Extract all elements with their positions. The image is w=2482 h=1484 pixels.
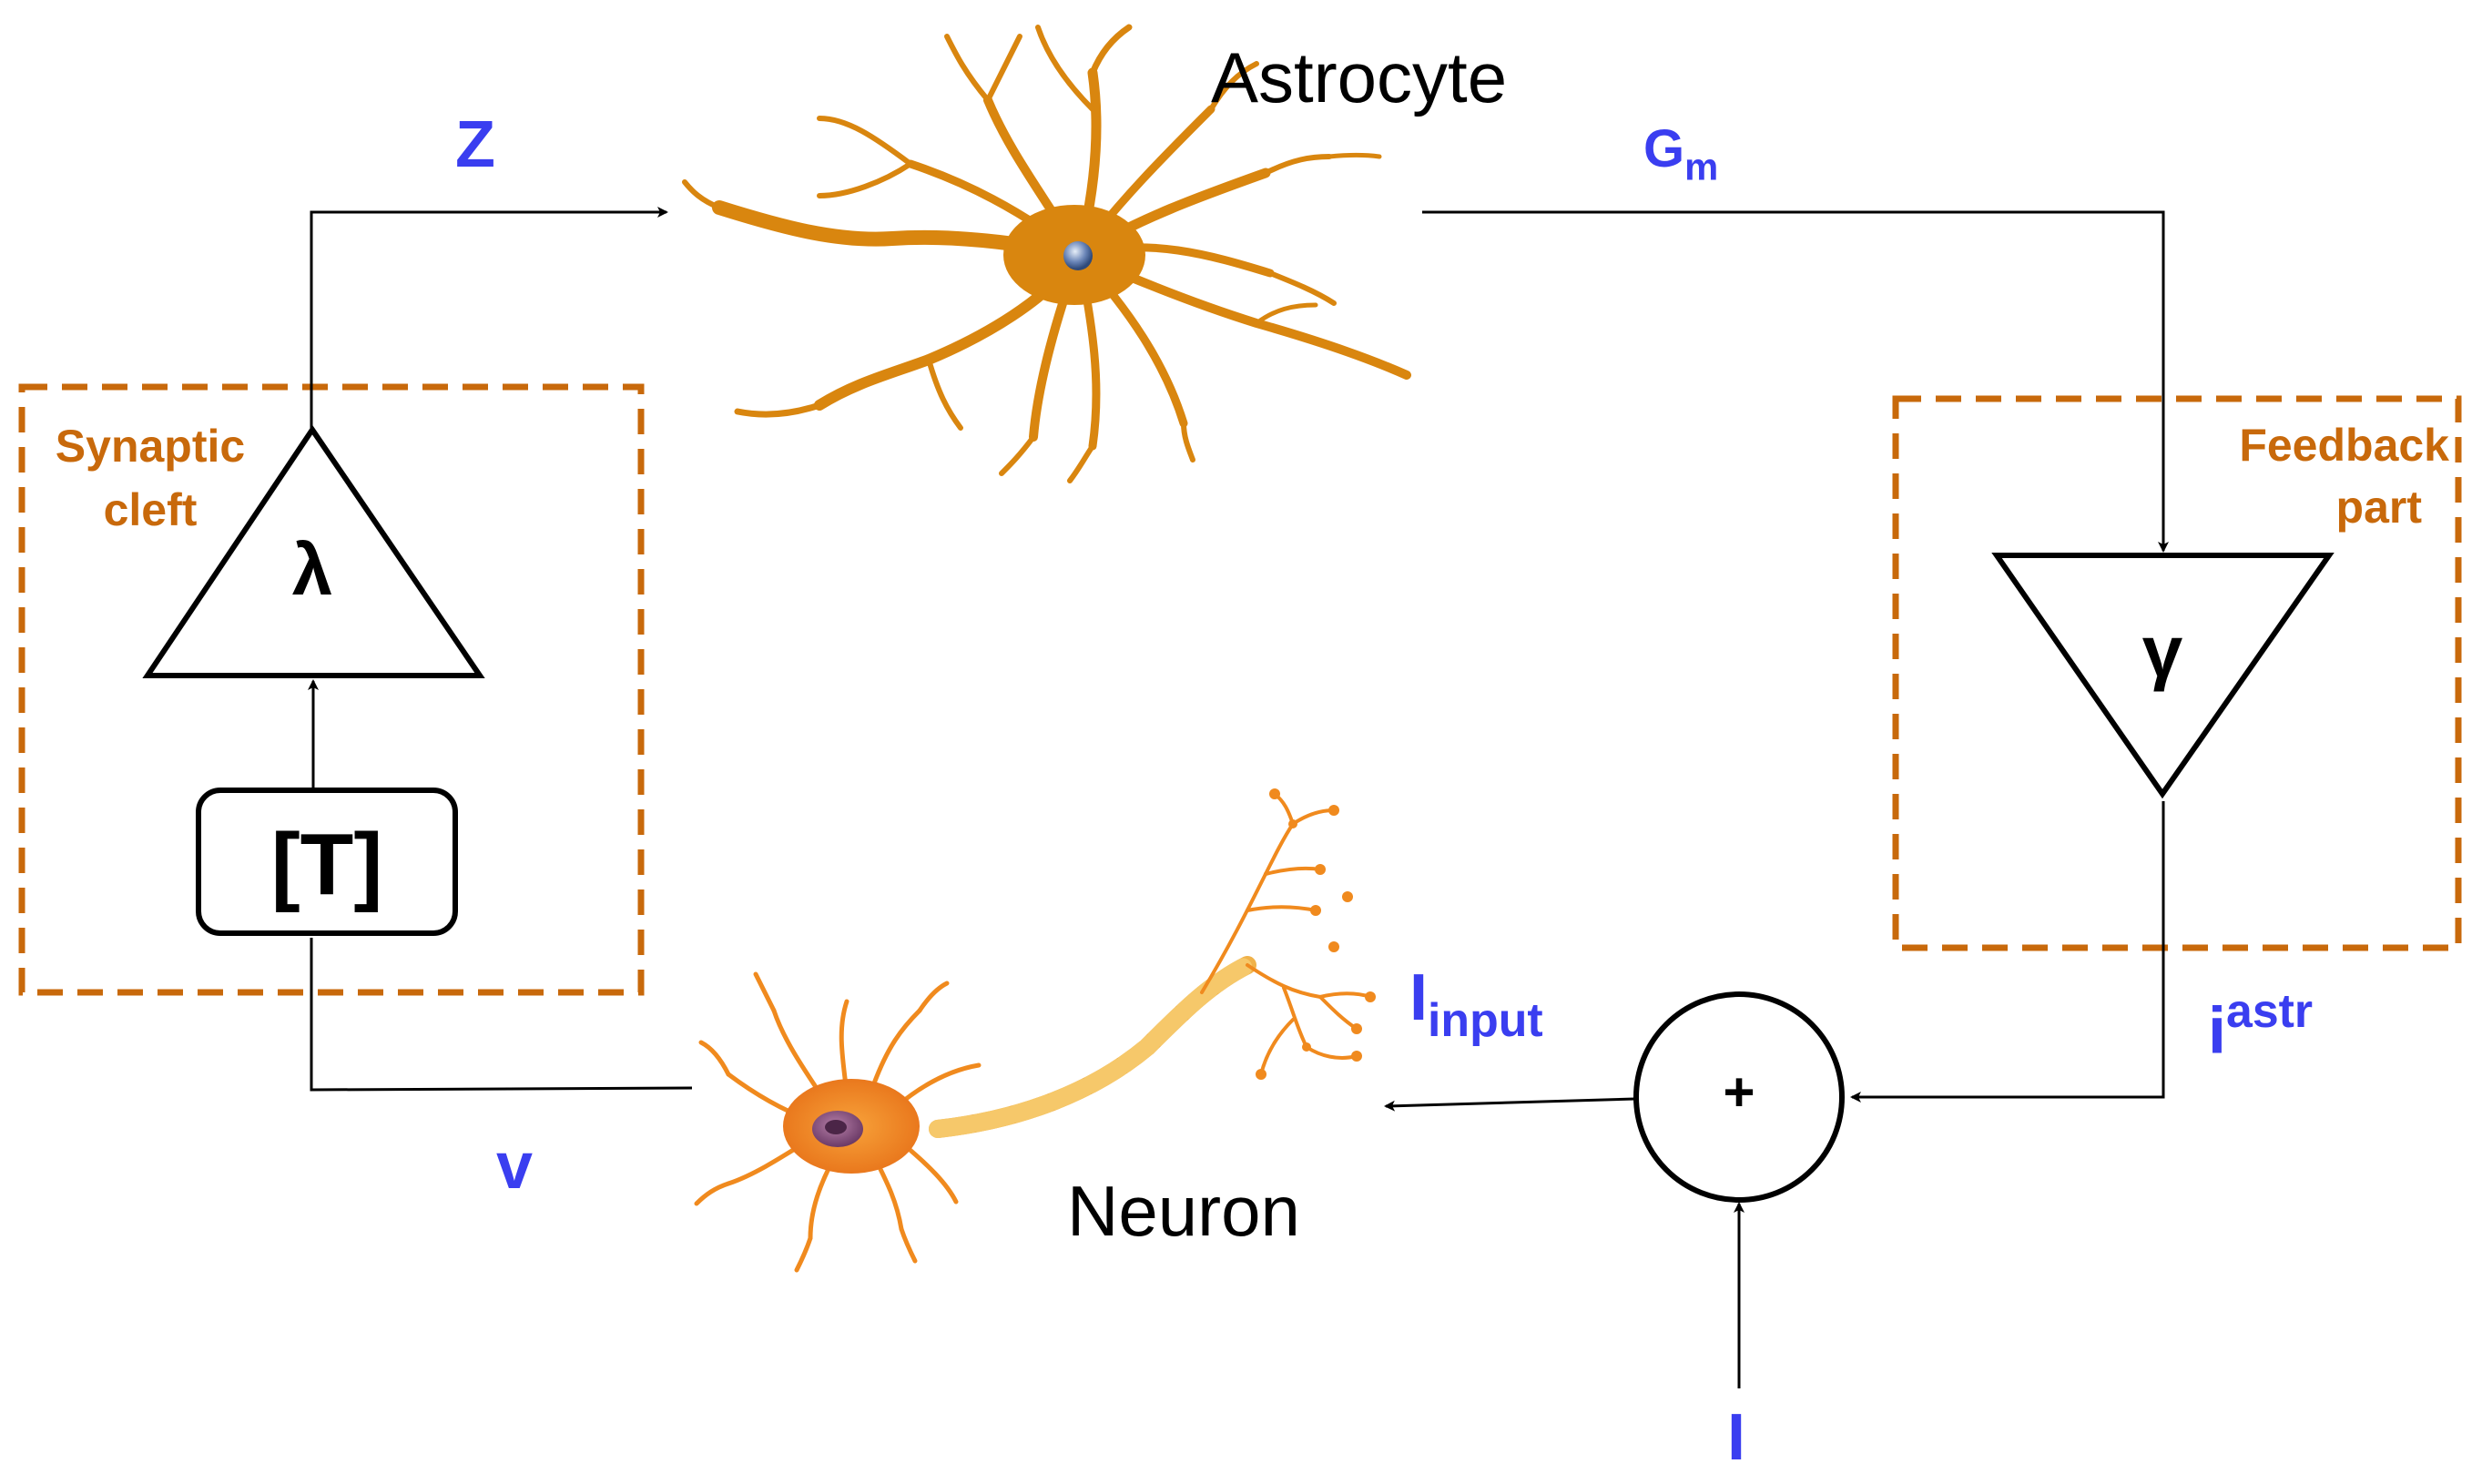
transmitter-block bbox=[196, 788, 458, 936]
i-astr-signal-sup: astr bbox=[2226, 984, 2314, 1037]
z-signal-arrow bbox=[310, 207, 668, 428]
v-signal-label: v bbox=[496, 1130, 534, 1203]
gm-signal-base: G bbox=[1643, 119, 1685, 178]
i-signal-label: I bbox=[1727, 1401, 1746, 1474]
lambda-block-label: λ bbox=[291, 529, 333, 610]
lambda-gain-block bbox=[142, 424, 485, 678]
i-astr-signal-base: i bbox=[2208, 994, 2227, 1068]
z-signal-label: Z bbox=[455, 108, 495, 181]
sum-junction bbox=[1633, 991, 1845, 1203]
gamma-block-label: γ bbox=[2141, 611, 2183, 692]
synaptic-cleft-label-line1: Synaptic bbox=[55, 421, 246, 472]
synaptic-cleft-group bbox=[18, 383, 645, 996]
astrocyte-label: Astrocyte bbox=[1211, 37, 1508, 117]
neuron-label: Neuron bbox=[1067, 1171, 1300, 1251]
feedback-part-label-line1: Feedback bbox=[2239, 420, 2449, 471]
feedback-part-group bbox=[1892, 395, 2462, 951]
gm-signal-arrow bbox=[1422, 210, 2169, 553]
sum-junction-label: + bbox=[1723, 1062, 1755, 1123]
i-astr-signal-label: iastr bbox=[2208, 983, 2313, 1069]
transmitter-block-label: [T] bbox=[270, 816, 383, 913]
i-input-signal-sub: input bbox=[1428, 993, 1543, 1047]
i-input-signal-arrow bbox=[1384, 1097, 1635, 1112]
synaptic-cleft-label-line2: cleft bbox=[103, 484, 198, 535]
gamma-gain-block bbox=[1991, 553, 2335, 799]
feedback-part-label: Feedback part bbox=[2185, 414, 2449, 538]
i-input-signal-base: I bbox=[1409, 961, 1429, 1034]
synaptic-cleft-label: Synaptic cleft bbox=[36, 414, 264, 542]
astrocyte-nucleus bbox=[1063, 241, 1093, 270]
v-signal-line bbox=[310, 938, 693, 1092]
neuron-illustration bbox=[694, 788, 1376, 1273]
i-input-signal-label: Iinput bbox=[1409, 961, 1543, 1047]
iastr-signal-arrow bbox=[1850, 801, 2165, 1103]
gm-signal-sub: m bbox=[1684, 145, 1719, 188]
feedback-part-label-line2: part bbox=[2335, 482, 2422, 533]
gm-signal-label: Gm bbox=[1643, 118, 1718, 189]
